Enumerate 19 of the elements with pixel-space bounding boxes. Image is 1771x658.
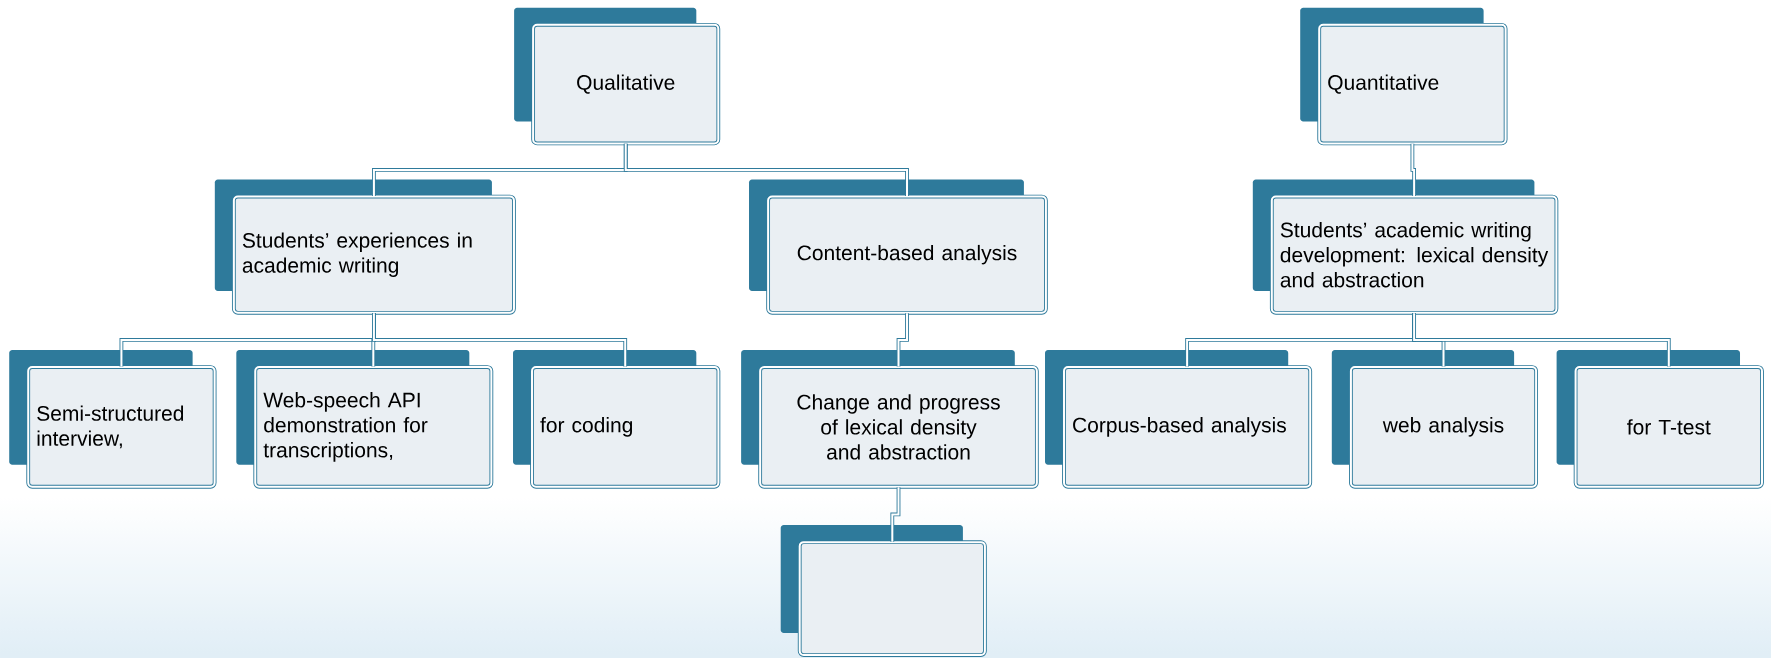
hierarchy-box: Web-speech API demonstration for transcriptions, [236, 350, 494, 489]
hierarchy-box: Corpus-based analysis [1045, 350, 1313, 489]
connector [890, 486, 901, 543]
hierarchy-box: Students’ academic writing development: lexical density and abstraction [1252, 179, 1559, 315]
hierarchy-box: for coding [513, 350, 721, 489]
connector [1412, 312, 1671, 368]
hierarchy-box: web analysis [1331, 350, 1538, 489]
hierarchy-box: Change and progress of lexical density and abstraction [741, 350, 1039, 489]
hierarchy-box: Content-based analysis [749, 179, 1048, 315]
hierarchy-box: Students’ experiences in academic writing [214, 179, 516, 315]
connector [1410, 142, 1416, 198]
hierarchy-box: Qualitative [514, 7, 721, 146]
connector [896, 312, 909, 368]
hierarchy-box: Semi-structured interview, [9, 350, 217, 489]
connector [372, 312, 628, 368]
hierarchy-box: for T-test [1556, 350, 1764, 489]
hierarchy-box: Quantitative [1300, 7, 1508, 146]
connector [623, 142, 909, 198]
empty-box [780, 525, 987, 657]
